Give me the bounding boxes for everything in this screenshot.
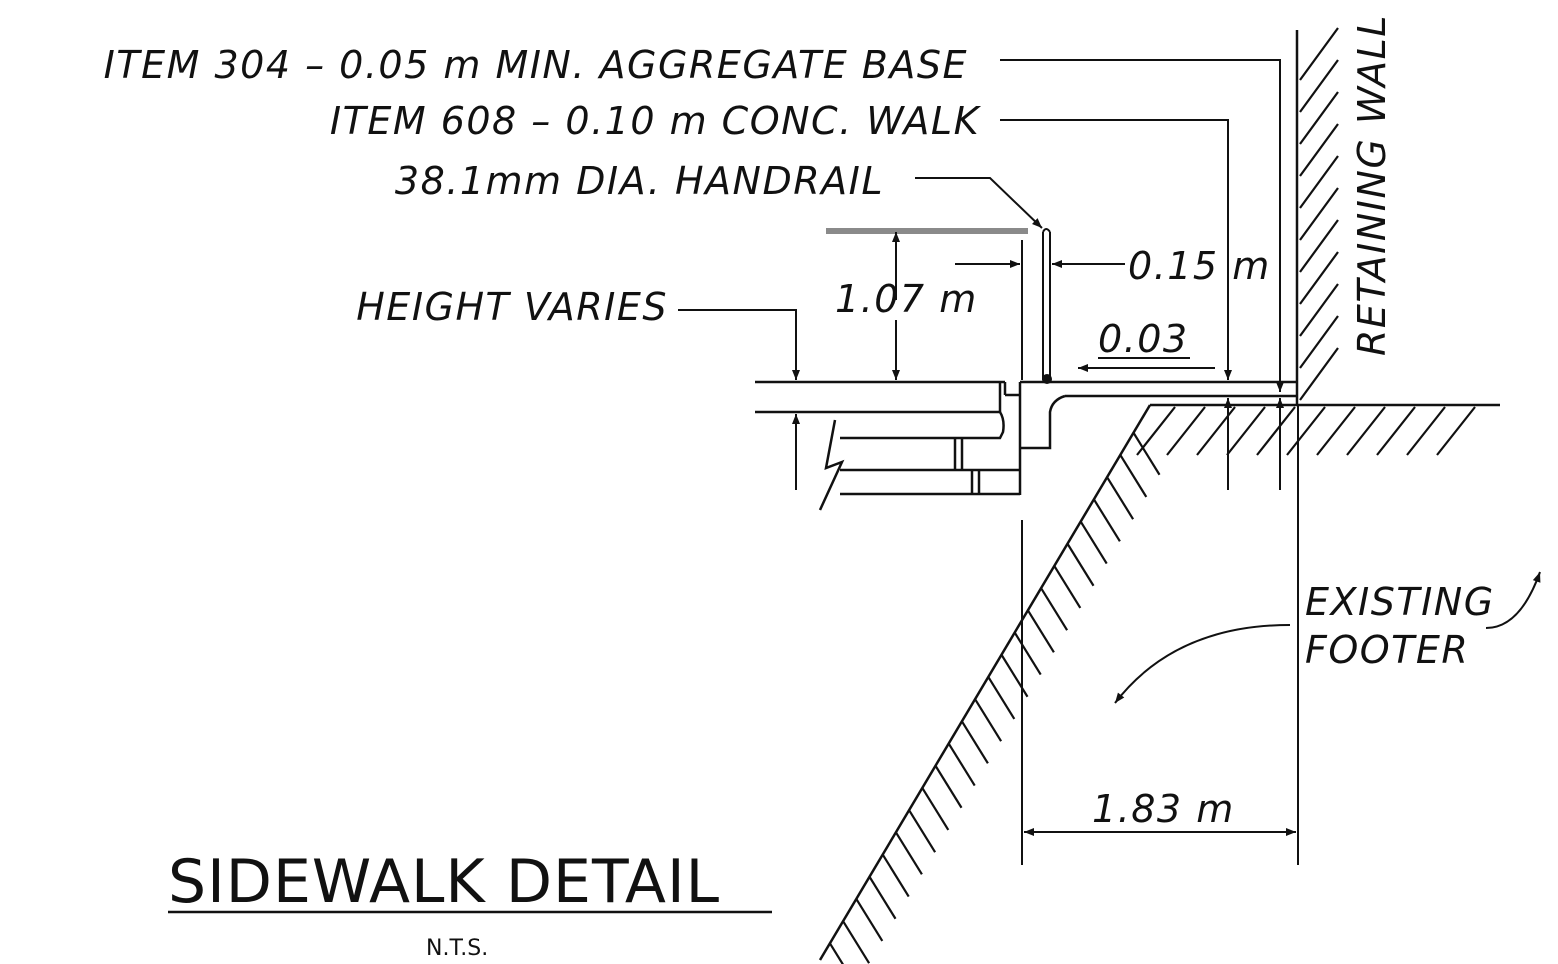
hatch-line bbox=[1299, 91, 1339, 145]
hatch-line bbox=[1299, 187, 1339, 241]
hatch-line bbox=[1376, 406, 1416, 456]
hatch-line bbox=[960, 720, 989, 764]
hatch-line bbox=[974, 698, 1003, 742]
hatch-line bbox=[1226, 406, 1266, 456]
leader-conc-walk bbox=[1000, 119, 1232, 380]
retaining-wall bbox=[1295, 27, 1339, 405]
hatch-line bbox=[1256, 406, 1296, 456]
hatch-line bbox=[987, 676, 1016, 720]
hatch-line bbox=[1299, 59, 1339, 113]
callout-aggregate-base: ITEM 304 – 0.05 m MIN. AGGREGATE BASE bbox=[104, 43, 968, 87]
dim-label-rail-height: 1.07 m bbox=[835, 277, 978, 321]
hatch-line bbox=[1316, 406, 1356, 456]
hatch-line bbox=[1299, 219, 1339, 273]
drawing-title: SIDEWALK DETAIL bbox=[168, 847, 720, 917]
break-line bbox=[818, 419, 845, 511]
dim-label-width: 1.83 m bbox=[1092, 787, 1235, 831]
hatch-line bbox=[828, 942, 844, 964]
hatch-line bbox=[1436, 406, 1476, 456]
hatch-line bbox=[1299, 283, 1339, 337]
callout-existing-footer-line2: FOOTER bbox=[1305, 628, 1469, 672]
hatch-line bbox=[1053, 565, 1082, 609]
hatch-line bbox=[934, 765, 963, 809]
hatch-line bbox=[894, 831, 923, 875]
dim-label-slope: 0.03 bbox=[1098, 317, 1189, 361]
hatch-line bbox=[908, 809, 937, 853]
existing-ground bbox=[818, 403, 1500, 964]
dim-height-varies bbox=[678, 309, 800, 490]
hatch-line bbox=[1299, 315, 1339, 369]
dim-rail-offset bbox=[955, 240, 1125, 380]
leader-handrail bbox=[915, 177, 1043, 229]
dim-width bbox=[1021, 405, 1299, 865]
ground-hatch bbox=[1136, 406, 1476, 456]
hatch-line bbox=[921, 787, 950, 831]
hatch-line bbox=[881, 853, 910, 898]
hatch-line bbox=[1040, 587, 1069, 631]
hatch-line bbox=[1346, 406, 1386, 456]
existing-structure bbox=[755, 380, 1020, 511]
leader-aggregate-base bbox=[1000, 59, 1284, 392]
dim-slope bbox=[1078, 357, 1215, 372]
hatch-line bbox=[1026, 609, 1055, 653]
hatch-line bbox=[1066, 543, 1095, 587]
callout-retaining-wall: RETAINING WALL bbox=[1350, 14, 1394, 356]
dim-label-rail-offset: 0.15 m bbox=[1128, 244, 1271, 288]
hatch-line bbox=[1079, 520, 1108, 565]
hatch-line bbox=[1299, 123, 1339, 177]
hatch-line bbox=[1299, 155, 1339, 209]
hatch-line bbox=[1286, 406, 1326, 456]
callout-existing-footer-line1: EXISTING bbox=[1305, 580, 1495, 624]
hatch-line bbox=[1132, 432, 1161, 476]
dim-base-arrows bbox=[1224, 398, 1284, 490]
hatch-line bbox=[842, 920, 871, 964]
callout-conc-walk: ITEM 608 – 0.10 m CONC. WALK bbox=[330, 99, 982, 143]
hatch-line bbox=[1106, 476, 1135, 520]
hatch-line bbox=[868, 876, 897, 920]
hatch-line bbox=[855, 898, 884, 942]
hatch-line bbox=[1013, 631, 1042, 676]
scale-note: N.T.S. bbox=[426, 936, 488, 961]
hatch-line bbox=[1299, 347, 1339, 401]
hatch-line bbox=[947, 742, 976, 787]
retaining-wall-hatch bbox=[1299, 27, 1339, 401]
hatch-line bbox=[1119, 454, 1148, 498]
embankment-hatch bbox=[828, 432, 1161, 964]
handrail bbox=[826, 228, 1052, 384]
concrete-walk bbox=[1018, 380, 1297, 495]
footer-leader bbox=[1114, 571, 1541, 704]
callout-height-varies: HEIGHT VARIES bbox=[356, 285, 668, 329]
hatch-line bbox=[1166, 406, 1206, 456]
hatch-line bbox=[1299, 27, 1339, 81]
hatch-line bbox=[1406, 406, 1446, 456]
hatch-line bbox=[1299, 251, 1339, 305]
callout-handrail: 38.1mm DIA. HANDRAIL bbox=[395, 159, 884, 203]
hatch-line bbox=[1196, 406, 1236, 456]
hatch-line bbox=[1092, 498, 1121, 542]
hatch-line bbox=[1000, 654, 1029, 698]
